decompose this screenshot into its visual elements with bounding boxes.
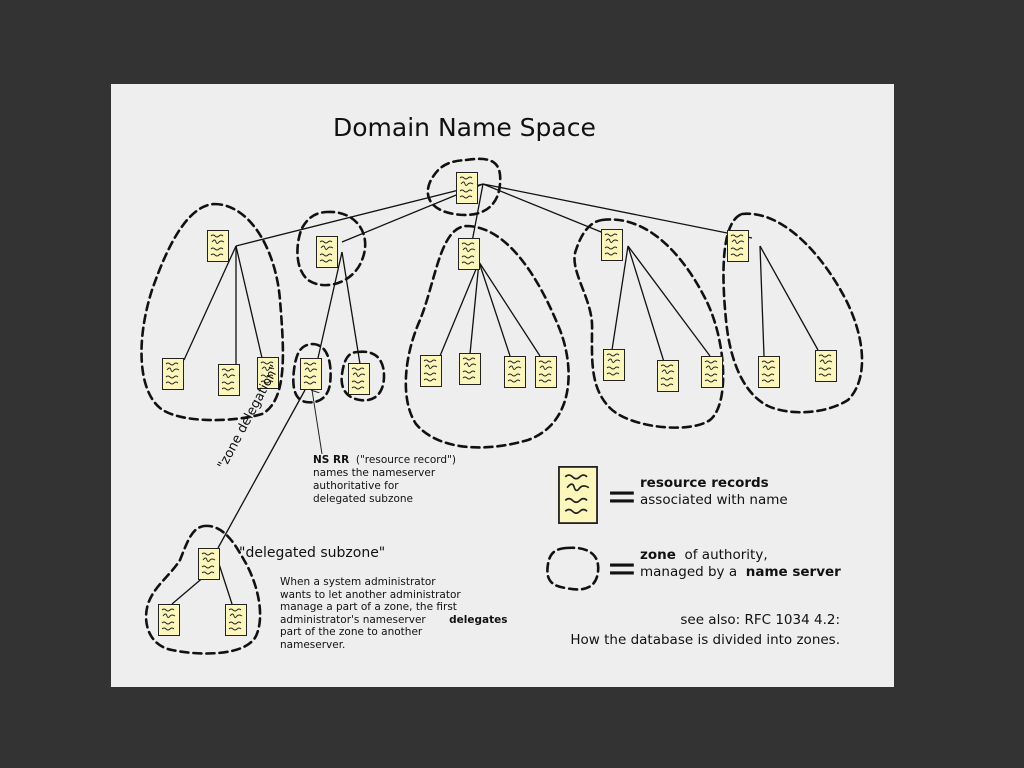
- legend-rr-rest: associated with name: [640, 492, 788, 508]
- legend-zone-equals: =: [606, 546, 638, 590]
- legend-zone-bold2: name server: [745, 564, 841, 580]
- ns-rr-paren: ("resource record"): [355, 454, 457, 466]
- node-middle-b: [459, 353, 481, 385]
- node-middle-a: [420, 355, 442, 387]
- admin-delegation-note: When a system administrator wants to let…: [280, 576, 510, 651]
- node-subzone-root: [198, 548, 220, 580]
- zone-fourth: [573, 218, 725, 429]
- ns-rr-line3: authoritative for: [313, 480, 399, 492]
- legend-rr-bold: resource records: [640, 475, 769, 491]
- zone-boundaries: [140, 157, 864, 655]
- legend-zone-shape: [546, 546, 600, 591]
- delegated-subzone-label: "delegated subzone": [239, 545, 386, 561]
- legend-zone-line2: managed by a: [640, 564, 738, 580]
- zone-middle: [404, 224, 570, 449]
- legend-zone-rest: of authority,: [684, 547, 768, 563]
- admin-note-line4: administrator's nameserver: [280, 613, 426, 626]
- node-subzone-b: [225, 604, 247, 636]
- see-also-line2: How the database is divided into zones.: [570, 632, 840, 648]
- admin-note-line2: wants to let another administrator: [280, 588, 461, 601]
- ns-rr-annotation: NS RR ("resource record") names the name…: [313, 454, 473, 506]
- zone-delegated-subzone: [144, 524, 262, 655]
- node-root: [456, 172, 478, 204]
- ns-rr-label: NS RR: [313, 454, 350, 466]
- node-middle-d: [535, 356, 557, 388]
- node-second-b: [348, 363, 370, 395]
- legend-zone-bold: zone: [640, 547, 676, 563]
- node-subzone-a: [158, 604, 180, 636]
- node-fourth: [601, 229, 623, 261]
- admin-note-line5: part of the zone to another: [280, 626, 423, 638]
- node-left: [207, 230, 229, 262]
- node-delegating: [300, 358, 322, 390]
- legend-record-icon: [558, 466, 598, 524]
- node-fifth-b: [815, 350, 837, 382]
- node-second: [316, 236, 338, 268]
- ns-rr-line2: names the nameserver: [313, 467, 436, 479]
- zone-root: [426, 157, 502, 217]
- tree-edges: [171, 183, 819, 605]
- node-fourth-a: [603, 349, 625, 381]
- node-middle-c: [504, 356, 526, 388]
- zone-delegating-child: [292, 342, 332, 404]
- node-left-a: [162, 358, 184, 390]
- node-middle: [458, 238, 480, 270]
- zone-second: [296, 210, 367, 287]
- legend-resource-records: resource records associated with name: [640, 475, 788, 509]
- admin-note-line1: When a system administrator: [280, 576, 436, 588]
- node-left-b: [218, 364, 240, 396]
- see-also-note: see also: RFC 1034 4.2: How the database…: [560, 610, 840, 650]
- see-also-line1: see also: RFC 1034 4.2:: [680, 612, 840, 628]
- zone-fifth: [722, 212, 864, 414]
- node-fifth: [727, 230, 749, 262]
- ns-rr-pointer-arrow: [312, 390, 323, 455]
- page-title: Domain Name Space: [333, 113, 596, 142]
- node-fifth-a: [758, 356, 780, 388]
- admin-note-line3: manage a part of a zone, the first: [280, 601, 457, 613]
- admin-note-delegates: delegates: [449, 613, 508, 626]
- ns-rr-line4: delegated subzone: [313, 493, 414, 505]
- legend-rr-equals: =: [606, 474, 638, 518]
- zone-left: [140, 202, 285, 422]
- admin-note-line6: nameserver.: [280, 638, 346, 651]
- legend-zone: zone of authority, managed by a name ser…: [640, 547, 841, 581]
- node-fourth-b: [657, 360, 679, 392]
- node-fourth-c: [701, 356, 723, 388]
- zone-small-child: [340, 350, 386, 402]
